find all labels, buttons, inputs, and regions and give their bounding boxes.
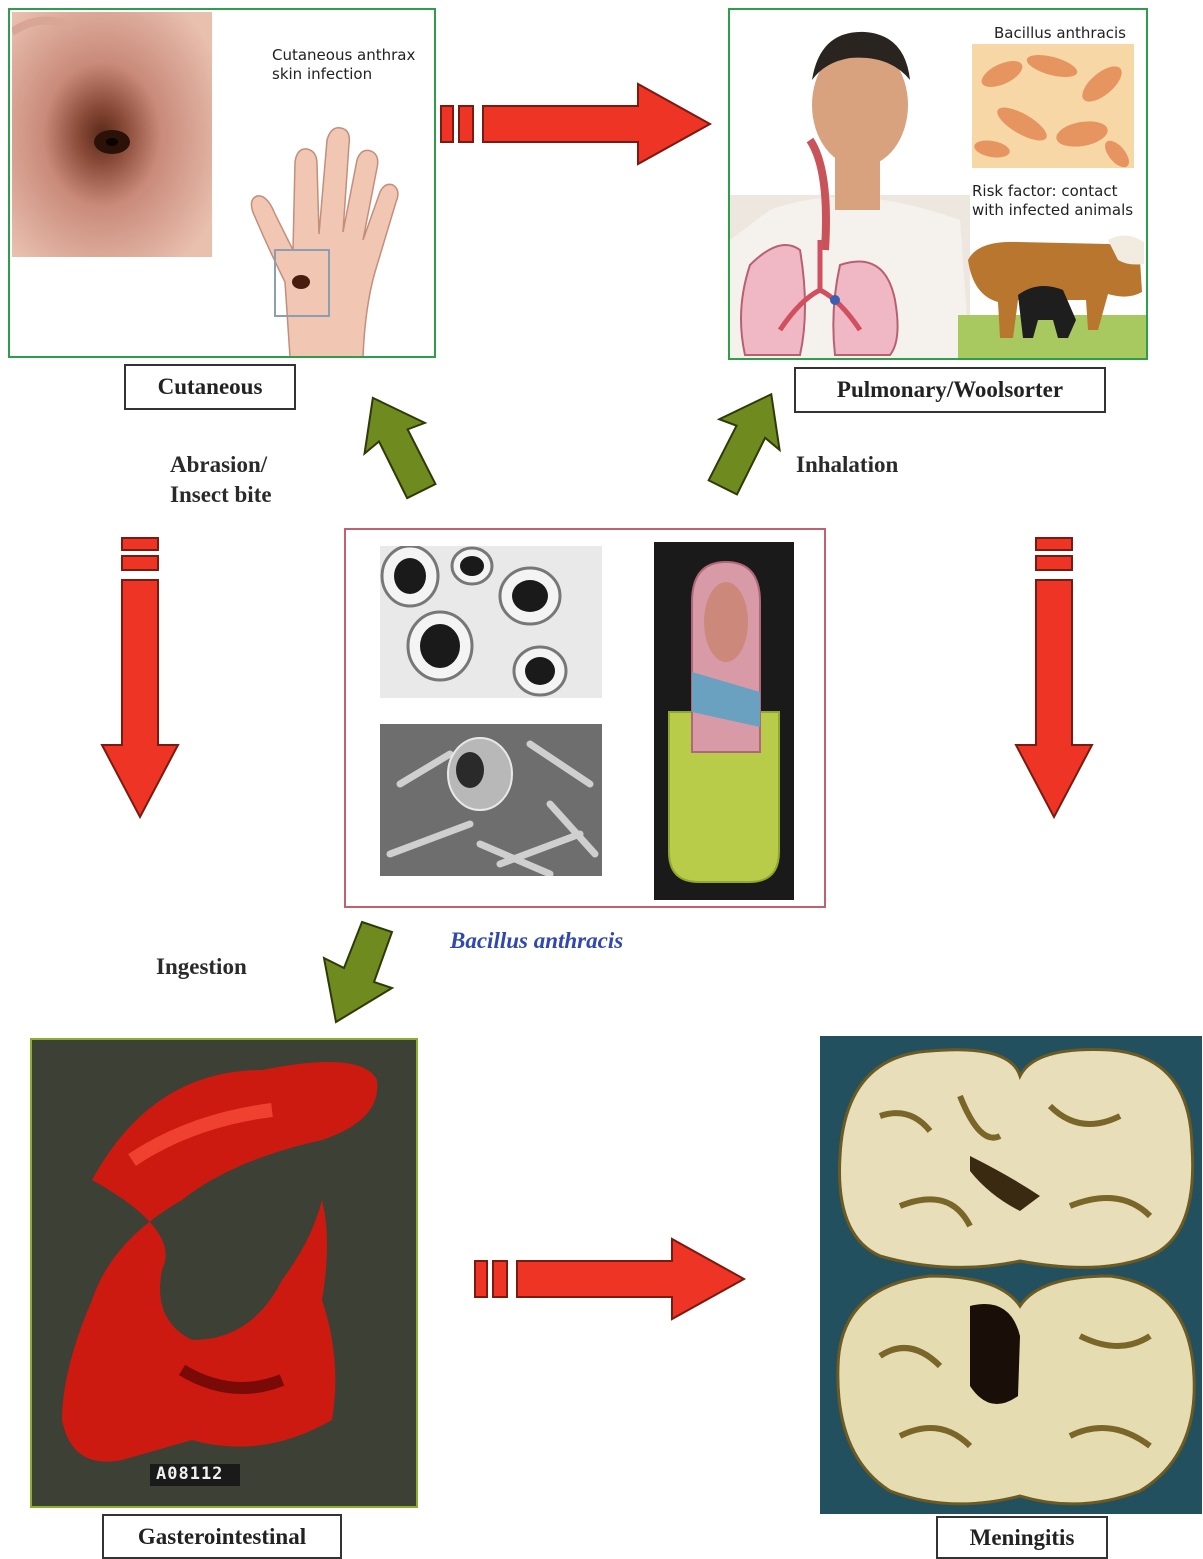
progression-arrow-right (1014, 535, 1094, 820)
gastro-panel: A08112 (30, 1038, 418, 1508)
inhalation-route-label: Inhalation (796, 450, 898, 480)
progression-arrow-bottom (472, 1237, 747, 1321)
route-arrow-abrasion (310, 388, 440, 508)
meningitis-caption: Meningitis (936, 1516, 1108, 1559)
cutaneous-caption: Cutaneous (124, 364, 296, 410)
cattle-image (958, 220, 1148, 360)
bacillus-photo-label: Bacillus anthracis (980, 24, 1140, 42)
intestine-specimen-image (32, 1040, 416, 1506)
ingestion-route-label: Ingestion (156, 952, 247, 982)
cutaneous-annotation: Cutaneous anthrax skin infection (272, 46, 432, 84)
specimen-tag: A08112 (156, 1464, 223, 1484)
abrasion-route-label: Abrasion/ Insect bite (170, 450, 300, 510)
progression-arrow-left (100, 535, 180, 820)
cutaneous-panel: Cutaneous anthrax skin infection (8, 8, 436, 358)
sem-micrograph-image (380, 724, 602, 876)
pulmonary-panel: Bacillus anthracis Risk factor: contact … (728, 8, 1148, 360)
gastro-caption: Gasterointestinal (102, 1514, 342, 1559)
center-caption: Bacillus anthracis (450, 928, 623, 954)
route-arrow-inhalation (672, 386, 802, 506)
pulmonary-caption: Pulmonary/Woolsorter (794, 367, 1106, 413)
spore-micrograph-image (380, 546, 602, 698)
bacillus-micrograph-image (972, 44, 1134, 168)
center-organism-panel (344, 528, 826, 908)
route-arrow-ingestion (292, 910, 412, 1030)
progression-arrow-top (438, 82, 713, 166)
brain-section-image (820, 1036, 1202, 1514)
person-lungs-illustration (730, 10, 970, 360)
bacterium-structure-image (654, 542, 794, 900)
meningitis-panel (820, 1036, 1202, 1514)
cutaneous-lesion-closeup-image (12, 12, 212, 257)
risk-factor-label: Risk factor: contact with infected anima… (972, 182, 1144, 220)
hand-illustration (235, 122, 405, 357)
